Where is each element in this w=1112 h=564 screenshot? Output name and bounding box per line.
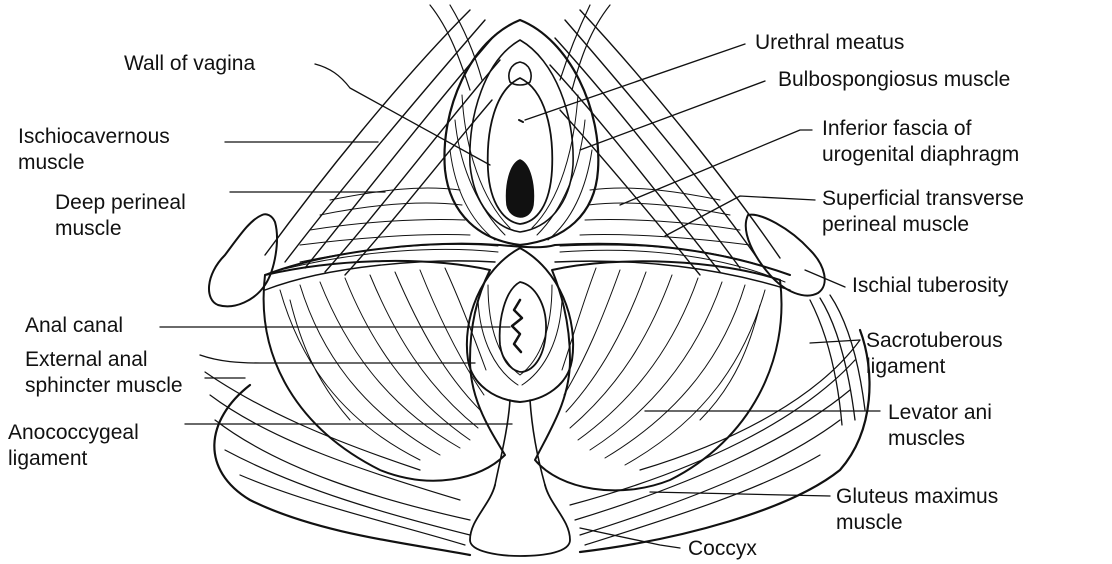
- external-anal-sphincter-outer: [467, 248, 573, 402]
- anococcygeal-ligament: [495, 400, 545, 485]
- sacrotuberous-ligament: [810, 295, 865, 425]
- label-coccyx: Coccyx: [688, 536, 757, 562]
- label-levator-ani-muscles: Levator ani muscles: [888, 400, 992, 452]
- label-inferior-fascia: Inferior fascia of urogenital diaphragm: [822, 116, 1019, 168]
- levator-ani-right: [535, 261, 782, 490]
- label-bulbospongiosus-muscle: Bulbospongiosus muscle: [778, 67, 1010, 93]
- label-ischial-tuberosity: Ischial tuberosity: [852, 273, 1008, 299]
- urethral-meatus-dot: [519, 120, 523, 122]
- leader-sacrotuberous: [810, 340, 860, 343]
- label-urethral-meatus: Urethral meatus: [755, 30, 904, 56]
- ischial-tuberosity-left: [209, 214, 277, 306]
- leader-external-anal: [200, 355, 475, 363]
- label-gluteus-maximus-muscle: Gluteus maximus muscle: [836, 484, 998, 536]
- urethral-meatus-shape: [509, 62, 531, 85]
- label-anal-canal: Anal canal: [25, 313, 123, 339]
- vaginal-opening: [507, 160, 534, 217]
- label-wall-of-vagina: Wall of vagina: [124, 51, 255, 77]
- label-ischiocavernous-muscle: Ischiocavernous muscle: [18, 124, 170, 176]
- label-sacrotuberous-ligament: Sacrotuberous ligament: [866, 328, 1003, 380]
- deep-perineal-fibers-left: [300, 188, 470, 245]
- label-deep-perineal-muscle: Deep perineal muscle: [55, 190, 186, 242]
- leader-inferior-fascia: [620, 130, 812, 205]
- label-superficial-transverse-perineal: Superficial transverse perineal muscle: [822, 186, 1024, 238]
- levator-ani-left-fibers: [280, 268, 486, 460]
- gluteus-maximus-right-fibers: [570, 340, 860, 545]
- anal-canal-opening: [512, 300, 522, 352]
- label-anococcygeal-ligament: Anococcygeal ligament: [8, 420, 139, 472]
- levator-ani-right-fibers: [562, 268, 765, 465]
- leader-urethral-meatus: [525, 44, 745, 120]
- coccyx-shape: [470, 485, 570, 556]
- label-external-anal-sphincter: External anal sphincter muscle: [25, 347, 183, 399]
